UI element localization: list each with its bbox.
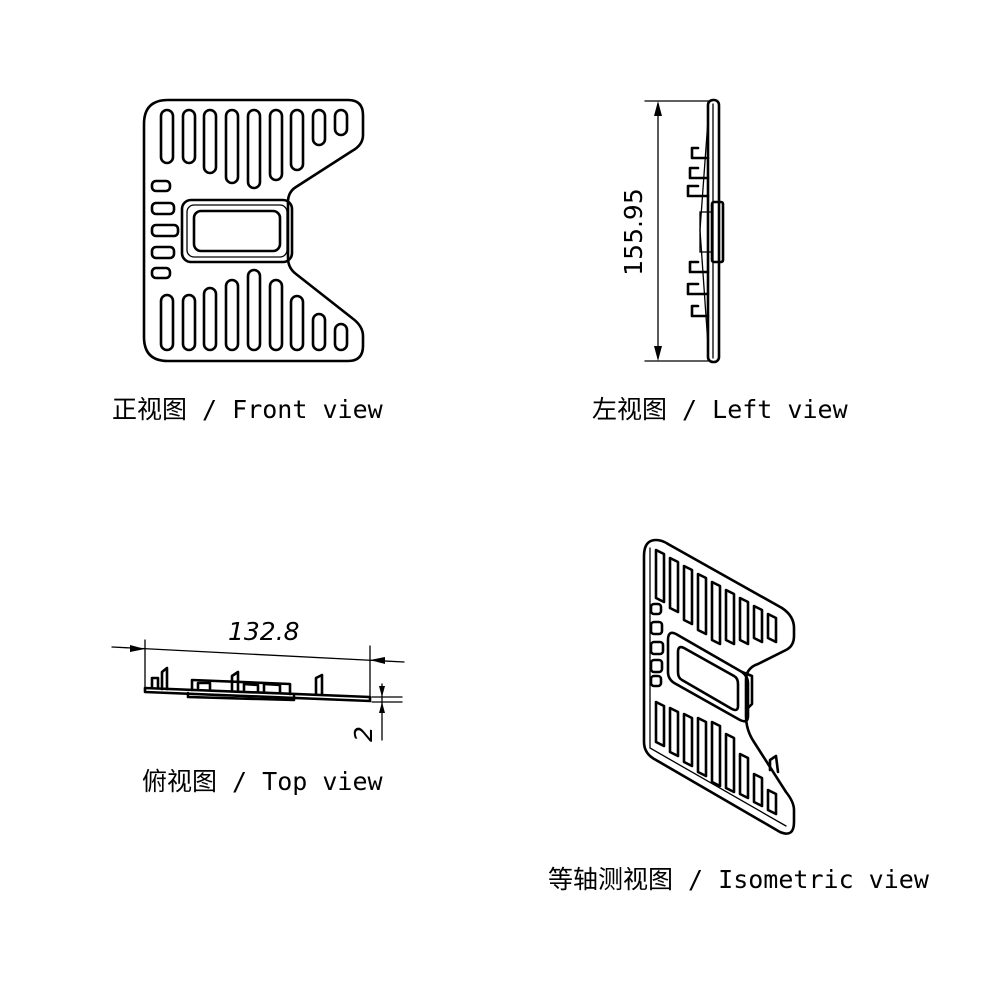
top-features [150,666,324,702]
front-handle-inner [192,209,282,253]
front-plate-outline [142,98,365,363]
front-view-caption: 正视图 / Front view [112,395,384,424]
iso-slot [682,564,694,626]
front-slot [289,108,305,172]
iso-slot [654,700,666,748]
front-slot [246,108,262,190]
front-top-slots [159,108,349,190]
front-slot [333,108,349,137]
front-handle-mid [186,204,288,258]
iso-slot [710,720,722,788]
front-side-slot [150,266,172,280]
top-dimension-line [111,646,405,663]
left-arrow-top [654,101,662,116]
front-slot [246,268,262,352]
isometric-view-caption: 等轴测视图 / Isometric view [548,865,930,894]
top-view: 132.8 2 [111,617,405,742]
left-view: 155.95 [619,98,725,364]
front-side-slot [150,223,180,238]
left-clips [686,146,710,318]
front-slot [333,322,349,352]
front-side-slot [150,179,172,193]
top-arrow-left [130,645,145,652]
iso-handle-outer [666,631,750,723]
iso-slot [654,548,666,604]
left-view-caption: 左视图 / Left view [592,395,849,424]
front-slot [159,293,175,352]
left-handle-inner [699,211,713,253]
iso-slot [696,572,708,636]
iso-slot [696,716,708,778]
left-plate-body [706,98,721,364]
left-dimension-value: 155.95 [619,188,648,275]
iso-slot [682,712,694,768]
iso-bottom-slots [654,700,778,816]
top-thickness-arrow-2 [379,702,385,713]
top-view-caption: 俯视图 / Top view [142,767,384,796]
iso-slot [668,556,680,614]
top-dimension-width: 132.8 [228,617,300,646]
front-slot [311,108,327,147]
front-bottom-slots [159,268,349,352]
iso-slot [738,752,750,800]
front-slot [181,293,197,352]
top-plate [143,686,372,703]
top-dimension-thickness: 2 [349,726,378,742]
front-slot [224,278,240,352]
left-arrow-bottom [654,346,662,361]
front-side-slot [150,201,176,216]
front-slot [159,108,175,165]
iso-slot [752,604,764,644]
front-slot [202,108,218,175]
top-thickness-arrow-1 [379,686,385,697]
front-side-slot [150,245,176,260]
front-slot [224,108,240,185]
iso-clip [768,754,780,774]
iso-slot [738,596,750,646]
iso-top-slots [654,548,778,646]
iso-slot [766,612,778,644]
top-arrow-right [370,657,385,664]
left-handle-profile [710,200,725,264]
iso-slot [710,580,722,646]
iso-slot [752,772,764,808]
iso-side-slots [649,602,665,688]
iso-plate-thickness [649,547,787,827]
iso-handle-side [740,670,754,710]
front-slot [311,312,327,352]
iso-slot [724,732,736,794]
iso-plate-outline [642,538,796,835]
iso-slot [766,788,778,816]
iso-slot [724,588,736,646]
front-slot [268,278,284,352]
front-slot [181,108,197,165]
front-slot [202,286,218,352]
iso-handle-inner [676,645,740,712]
front-handle-outer [180,198,294,264]
iso-slot [668,706,680,758]
front-slot [268,108,284,182]
isometric-view [642,538,796,835]
front-view [142,98,365,363]
front-slot [289,294,305,352]
